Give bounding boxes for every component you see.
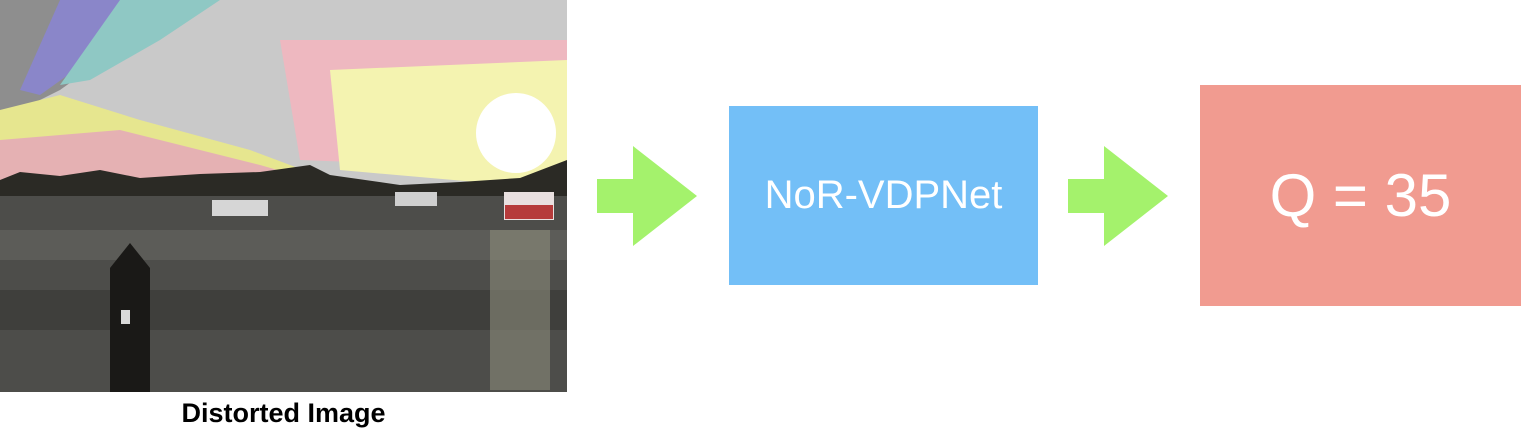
- right-arrow-icon: [1068, 146, 1168, 246]
- model-block: NoR-VDPNet: [729, 106, 1038, 285]
- quality-score-block: Q = 35: [1200, 85, 1521, 306]
- input-image-caption: Distorted Image: [181, 398, 386, 428]
- model-label: NoR-VDPNet: [764, 173, 1003, 217]
- distorted-image: [0, 0, 567, 392]
- right-arrow-icon: [597, 146, 697, 246]
- quality-score-label: Q = 35: [1269, 162, 1452, 229]
